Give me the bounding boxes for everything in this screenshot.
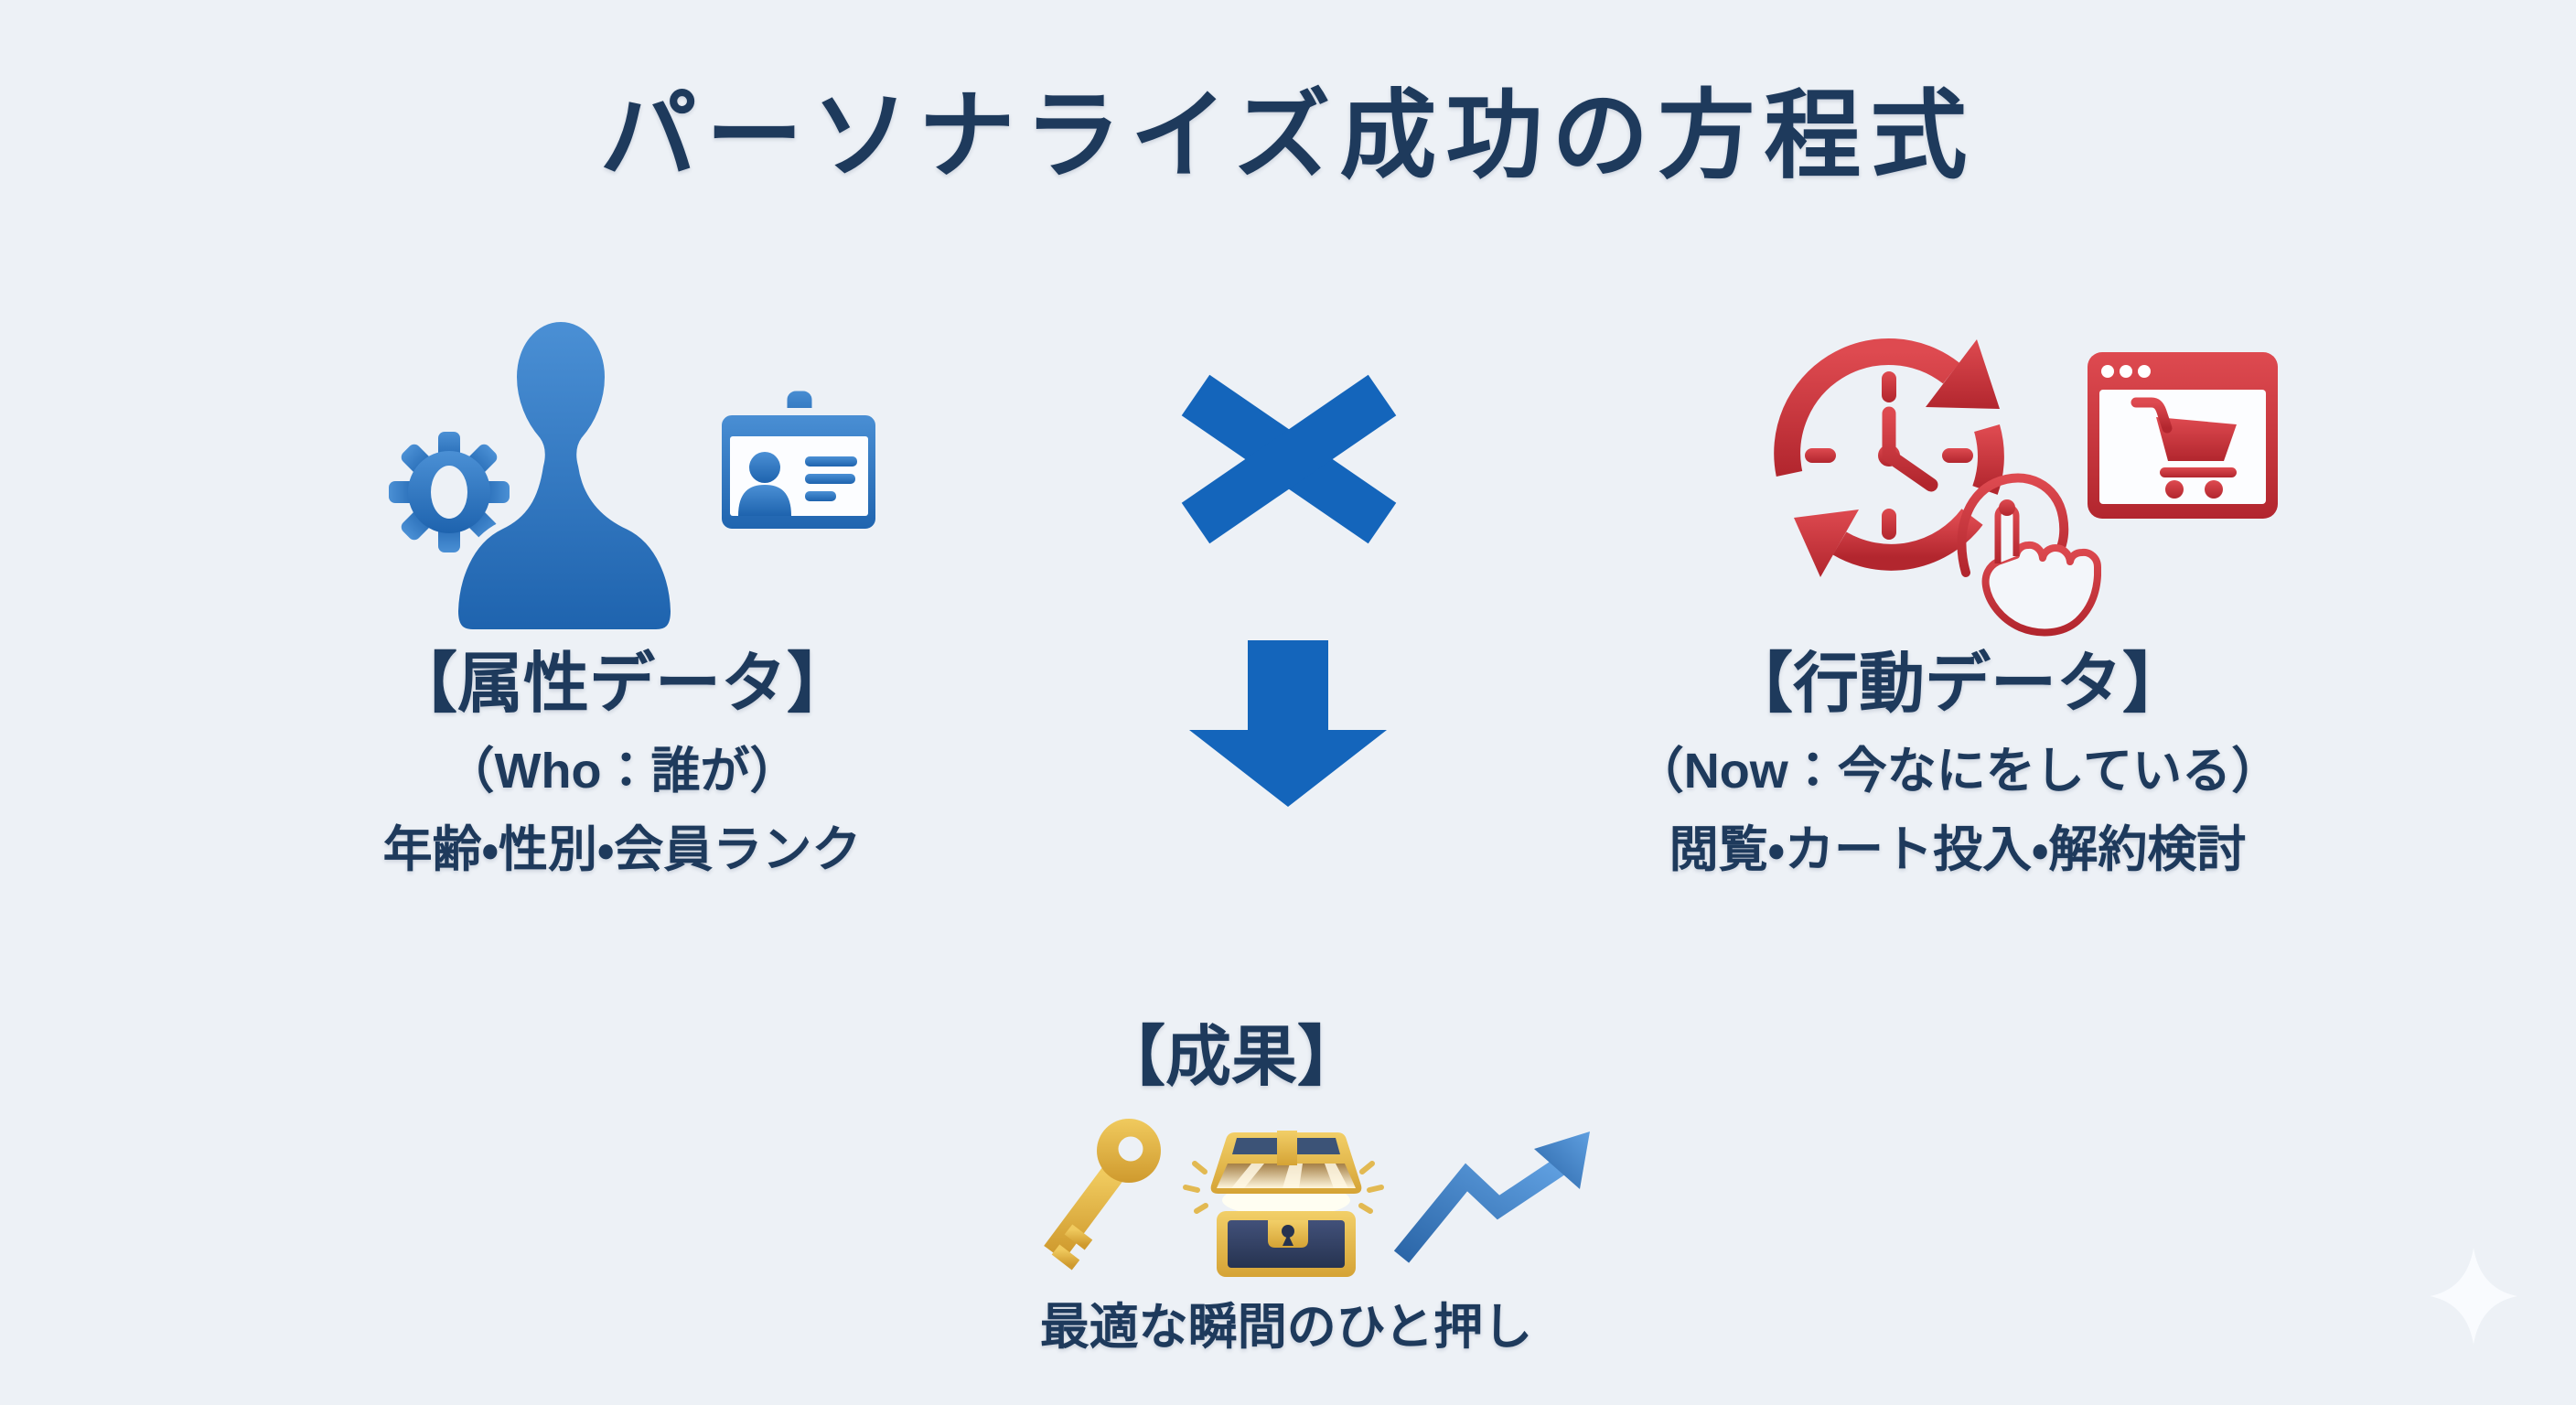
page-title: パーソナライズ成功の方程式 — [599, 82, 1977, 190]
user-silhouette-icon — [450, 314, 679, 637]
refresh-clock-icon — [1774, 338, 2004, 577]
attribute-detail: 年齢・性別・会員ランク — [382, 822, 862, 877]
sparkle-icon — [2430, 1248, 2517, 1345]
result-caption: 最適な瞬間のひと押し — [1039, 1300, 1533, 1355]
behavior-detail: 閲覧・カート投入・解約検討 — [1669, 822, 2247, 877]
shopping-cart-icon — [2131, 397, 2237, 499]
down-arrow-icon — [1189, 640, 1387, 807]
user-gear-idcard-icon — [389, 313, 883, 637]
attribute-heading: 【属性データ】 — [391, 648, 853, 721]
attribute-subheading: （Who：誰が） — [445, 744, 800, 799]
behavior-subheading: （Now：今なにをしている） — [1634, 744, 2281, 799]
tap-hand-icon — [1957, 473, 2101, 637]
id-card-icon — [714, 384, 883, 536]
multiply-icon — [1181, 374, 1397, 544]
key-icon — [1032, 1118, 1165, 1275]
clock-refresh-tap-cart-icon — [1774, 327, 2299, 643]
treasure-chest-icon — [1180, 1127, 1387, 1282]
sparkle-dashes-icon — [1183, 1161, 1384, 1214]
result-heading: 【成果】 — [1099, 1021, 1363, 1094]
browser-cart-icon — [2088, 352, 2278, 519]
rising-arrow-icon — [1393, 1125, 1593, 1264]
behavior-heading: 【行動データ】 — [1726, 648, 2188, 721]
